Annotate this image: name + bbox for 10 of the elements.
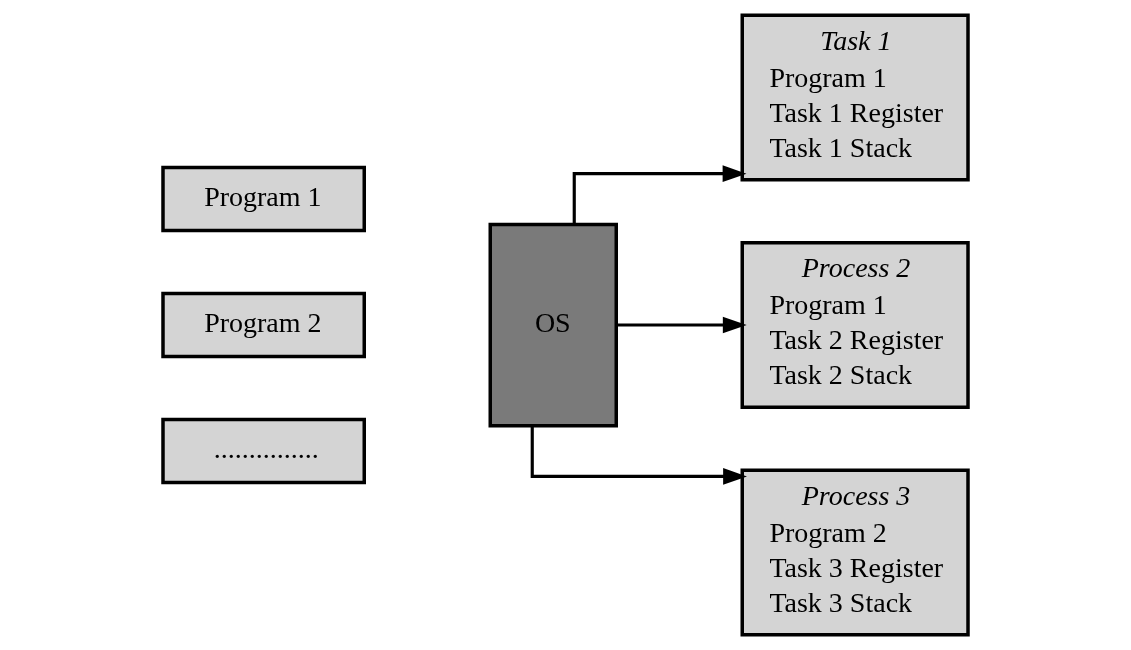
node-box: ............... — [161, 417, 366, 485]
node-box: Program 2 — [161, 291, 366, 359]
node-box: Process 3 Program 2 Task 3 Register Task 3 Stack — [740, 468, 970, 637]
node-box: Program 1 — [161, 165, 366, 233]
arrow — [616, 316, 747, 334]
arrow — [530, 426, 747, 485]
arrow — [572, 165, 747, 225]
node-box: OS — [488, 222, 618, 428]
node-box: Process 2 Program 1 Task 2 Register Task 2 Stack — [740, 241, 970, 409]
node-box: Task 1 Program 1 Task 1 Register Task 1 Stack — [740, 13, 970, 182]
